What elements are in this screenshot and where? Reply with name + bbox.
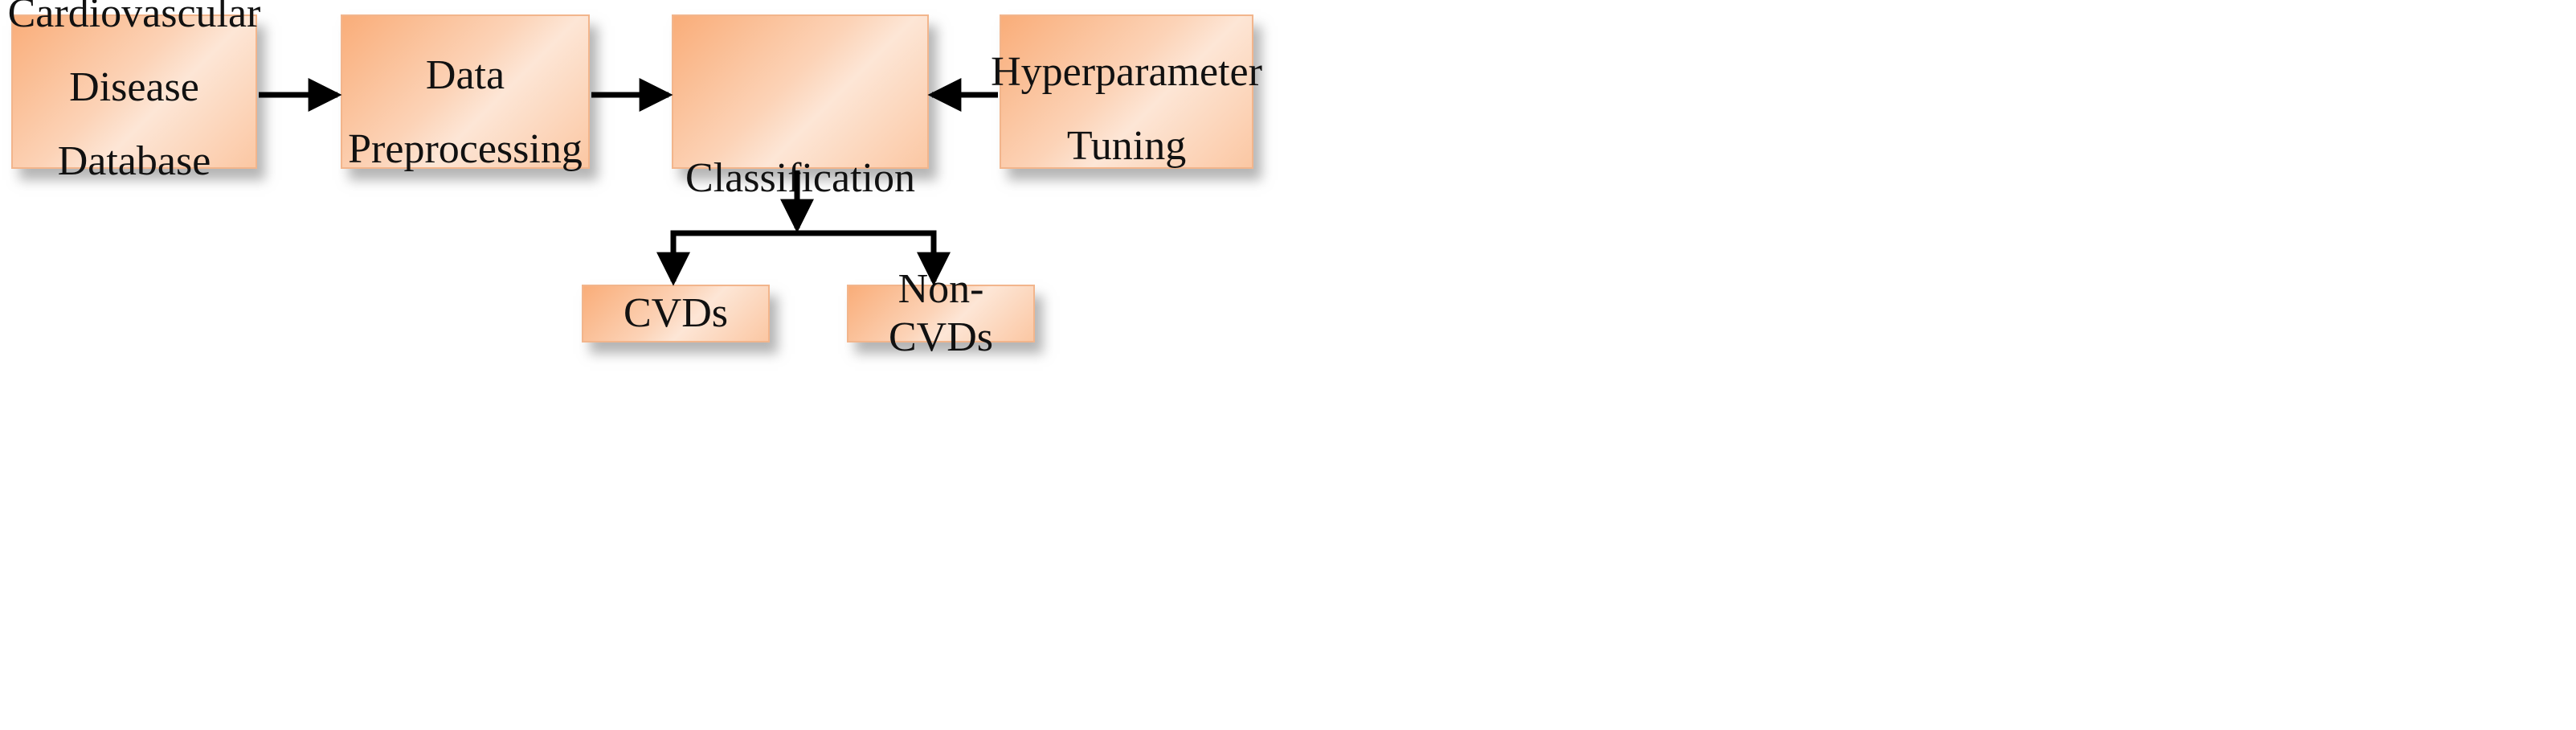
node-non-cvds: Non-CVDs xyxy=(847,266,1035,360)
node-label-line: Preprocessing xyxy=(348,126,583,172)
node-label-line: Classification xyxy=(685,155,915,201)
node-classification: Classification xyxy=(672,14,929,201)
node-label: Hyperparameter Tuning xyxy=(991,35,1262,183)
node-label-line: Database xyxy=(57,138,211,184)
node-cardiovascular-disease-database: Cardiovascular Disease Database xyxy=(8,0,261,184)
node-label-line: Hyperparameter xyxy=(991,49,1262,95)
node-label-line: Data xyxy=(425,52,505,98)
node-label-line: Tuning xyxy=(1066,123,1187,169)
node-hyperparameter-tuning: Hyperparameter Tuning xyxy=(991,14,1262,169)
node-data-preprocessing: Data Preprocessing xyxy=(341,14,590,172)
node-label: Non-CVDs xyxy=(848,265,1033,362)
node-label: CVDs xyxy=(624,289,728,338)
node-label: Data Preprocessing xyxy=(348,39,583,187)
node-label: Classification xyxy=(685,141,915,215)
node-label: Cardiovascular Disease Database xyxy=(8,0,261,199)
node-label-line: CVDs xyxy=(623,290,729,336)
node-label-line: Non-CVDs xyxy=(888,266,994,360)
node-cvds: CVDs xyxy=(582,285,770,342)
node-label-line: Disease xyxy=(69,64,199,110)
node-label-line: Cardiovascular xyxy=(7,0,261,36)
